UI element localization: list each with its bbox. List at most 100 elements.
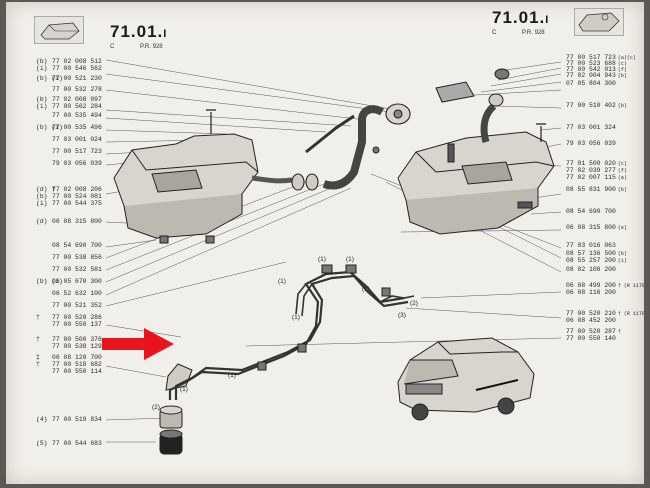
callout-1c: (1) (292, 314, 300, 321)
page-sub-left-c: C (110, 44, 115, 50)
part-number-label-left: (i)77 00 546 562 (36, 65, 102, 72)
part-number-label-right: 06 08 116 200 (566, 289, 618, 297)
callout-1a: (1) (278, 278, 286, 285)
part-number-label-left: (4)77 00 519 834 (36, 416, 102, 423)
part-code: 77 00 535 496 (52, 124, 102, 131)
part-mark: (b) (36, 96, 48, 103)
part-number-label-right: 77 02 007 115(a) (566, 174, 627, 182)
part-number-label-right: 77 00 542 013(f) (566, 66, 627, 74)
part-code: 77 00 500 376 (52, 336, 102, 343)
part-code: 77 03 001 024 (52, 136, 102, 143)
part-code: 77 02 008 512 (52, 58, 102, 65)
part-code: 77 00 520 286 (52, 314, 102, 321)
page-sub-right-pr: P.R. 928 (522, 30, 545, 36)
part-number-label-left: †77 00 518 682 (36, 361, 102, 368)
part-number-label-left: 06 52 632 100 (36, 290, 102, 297)
part-number-label-left: (d) 06 08 315 800 (36, 218, 102, 225)
part-mark: (5) (36, 440, 48, 447)
part-number-label-right: 08 54 690 700 (566, 208, 618, 216)
callout-2b: (2) (152, 404, 160, 411)
part-code: 77 00 517 723 (52, 148, 102, 155)
part-code: 77 00 524 081 (52, 193, 102, 200)
part-number-label-left: (i) 77 00 544 375 (36, 200, 102, 207)
part-mark: (f) (617, 67, 627, 73)
part-number-label-right: 08 55 831 900(b) (566, 186, 627, 194)
part-code: 77 00 518 682 (52, 361, 102, 368)
part-code: 77 02 007 115 (566, 174, 616, 181)
part-mark: (d) (36, 218, 48, 225)
part-mark: (b) (36, 58, 48, 65)
part-code: 77 00 521 352 (52, 302, 102, 309)
part-mark: (b) (617, 251, 627, 257)
part-number-label-left: 77 00 550 114 (36, 368, 102, 375)
part-mark: (b) (i) (36, 75, 63, 82)
part-code: 77 02 008 097 (52, 96, 102, 103)
part-mark: (b) (617, 187, 627, 193)
part-code: 77 02 008 206 (52, 186, 102, 193)
part-number-label-right: 77 00 517 723(a)(c) (566, 54, 636, 62)
part-number-label-right: 77 03 001 324 (566, 124, 618, 132)
part-number-label-left: (b) (i)06 05 670 300 (36, 278, 102, 285)
part-code: 77 00 546 562 (52, 65, 102, 72)
red-arrow (102, 328, 174, 360)
part-code: 06 08 315 800 (52, 218, 102, 225)
part-number-label-left: 77 00 532 581 (36, 266, 102, 273)
callout-1g: (1) (362, 286, 370, 293)
part-number-label-left: 77 00 521 352 (36, 302, 102, 309)
part-mark: (b) (617, 73, 627, 79)
part-code: 79 03 056 039 (566, 140, 616, 147)
part-code: 77 00 520 210 (566, 310, 616, 317)
callout-1b: (1) (318, 256, 326, 263)
part-code: 08 55 831 900 (566, 186, 616, 193)
part-code: 77 00 510 402 (566, 102, 616, 109)
part-number-label-right: 08 55 257 200(i) (566, 257, 627, 265)
part-number-label-right: 06 08 315 800(e) (566, 224, 627, 232)
part-number-label-left: (b) (i)77 00 521 230 (36, 75, 102, 82)
page-sub-left-pr: P.R. 928 (140, 44, 163, 50)
part-code: 07 05 804 300 (566, 80, 616, 87)
part-code: 77 00 550 140 (566, 335, 616, 342)
part-number-label-right: 77 01 500 020(c) (566, 160, 627, 168)
part-code: 77 00 532 278 (52, 86, 102, 93)
part-code: 06 08 120 700 (52, 354, 102, 361)
part-number-label-right: 77 02 004 943(b) (566, 72, 627, 80)
part-number-label-left: † 77 00 520 286 (36, 314, 102, 321)
part-code: 06 52 632 100 (52, 290, 102, 297)
tank-thumbnail-right (574, 8, 624, 36)
part-number-label-left: 77 00 517 723 (36, 148, 102, 155)
callout-1e: (1) (180, 386, 188, 393)
car-illustration (397, 337, 535, 421)
part-mark: (i) (36, 200, 48, 207)
part-code: 77 00 544 375 (52, 200, 102, 207)
part-number-label-left: 08 54 690 700 (36, 242, 102, 249)
part-mark: (d) † (36, 186, 56, 193)
part-code: 08 57 136 500 (566, 250, 616, 257)
part-mark: † (36, 336, 40, 343)
part-number-label-right: 08 02 108 200 (566, 266, 618, 274)
part-code: 77 02 004 943 (566, 72, 616, 79)
part-code: 77 02 039 277 (566, 167, 616, 174)
part-number-label-left: 77 00 535 494 (36, 112, 102, 119)
catalog-page: 71.01.I C P.R. 928 71.01.I C P.R. 928 (6, 2, 644, 484)
part-number-label-right: 77 00 520 287† (566, 328, 621, 336)
part-mark: † (36, 314, 40, 321)
part-code: 79 03 056 039 (52, 160, 102, 167)
callout-1f: (1) (346, 256, 354, 263)
part-code: 77 00 535 494 (52, 112, 102, 119)
part-code: 77 00 562 284 (52, 103, 102, 110)
tank-thumbnail-left (34, 16, 84, 44)
part-number-label-left: 77 00 532 278 (36, 86, 102, 93)
part-number-label-left: (b) 77 02 008 097 (36, 96, 102, 103)
part-mark: (i) (36, 103, 48, 110)
part-mark: (b) (36, 193, 48, 200)
part-number-label-left: (d) †77 02 008 206 (36, 186, 102, 193)
part-number-label-left: ‡06 08 120 700 (36, 354, 102, 361)
part-number-label-right: 79 03 056 039 (566, 140, 618, 148)
part-number-label-right: 07 05 804 300 (566, 80, 618, 88)
page-number-right: 71.01.I (492, 8, 550, 27)
part-code: 77 00 542 013 (566, 66, 616, 73)
part-code: 06 08 452 200 (566, 317, 616, 324)
part-code: 77 01 500 020 (566, 160, 616, 167)
part-mark: (e) (617, 225, 627, 231)
part-number-label-right: 77 00 550 140 (566, 335, 618, 343)
